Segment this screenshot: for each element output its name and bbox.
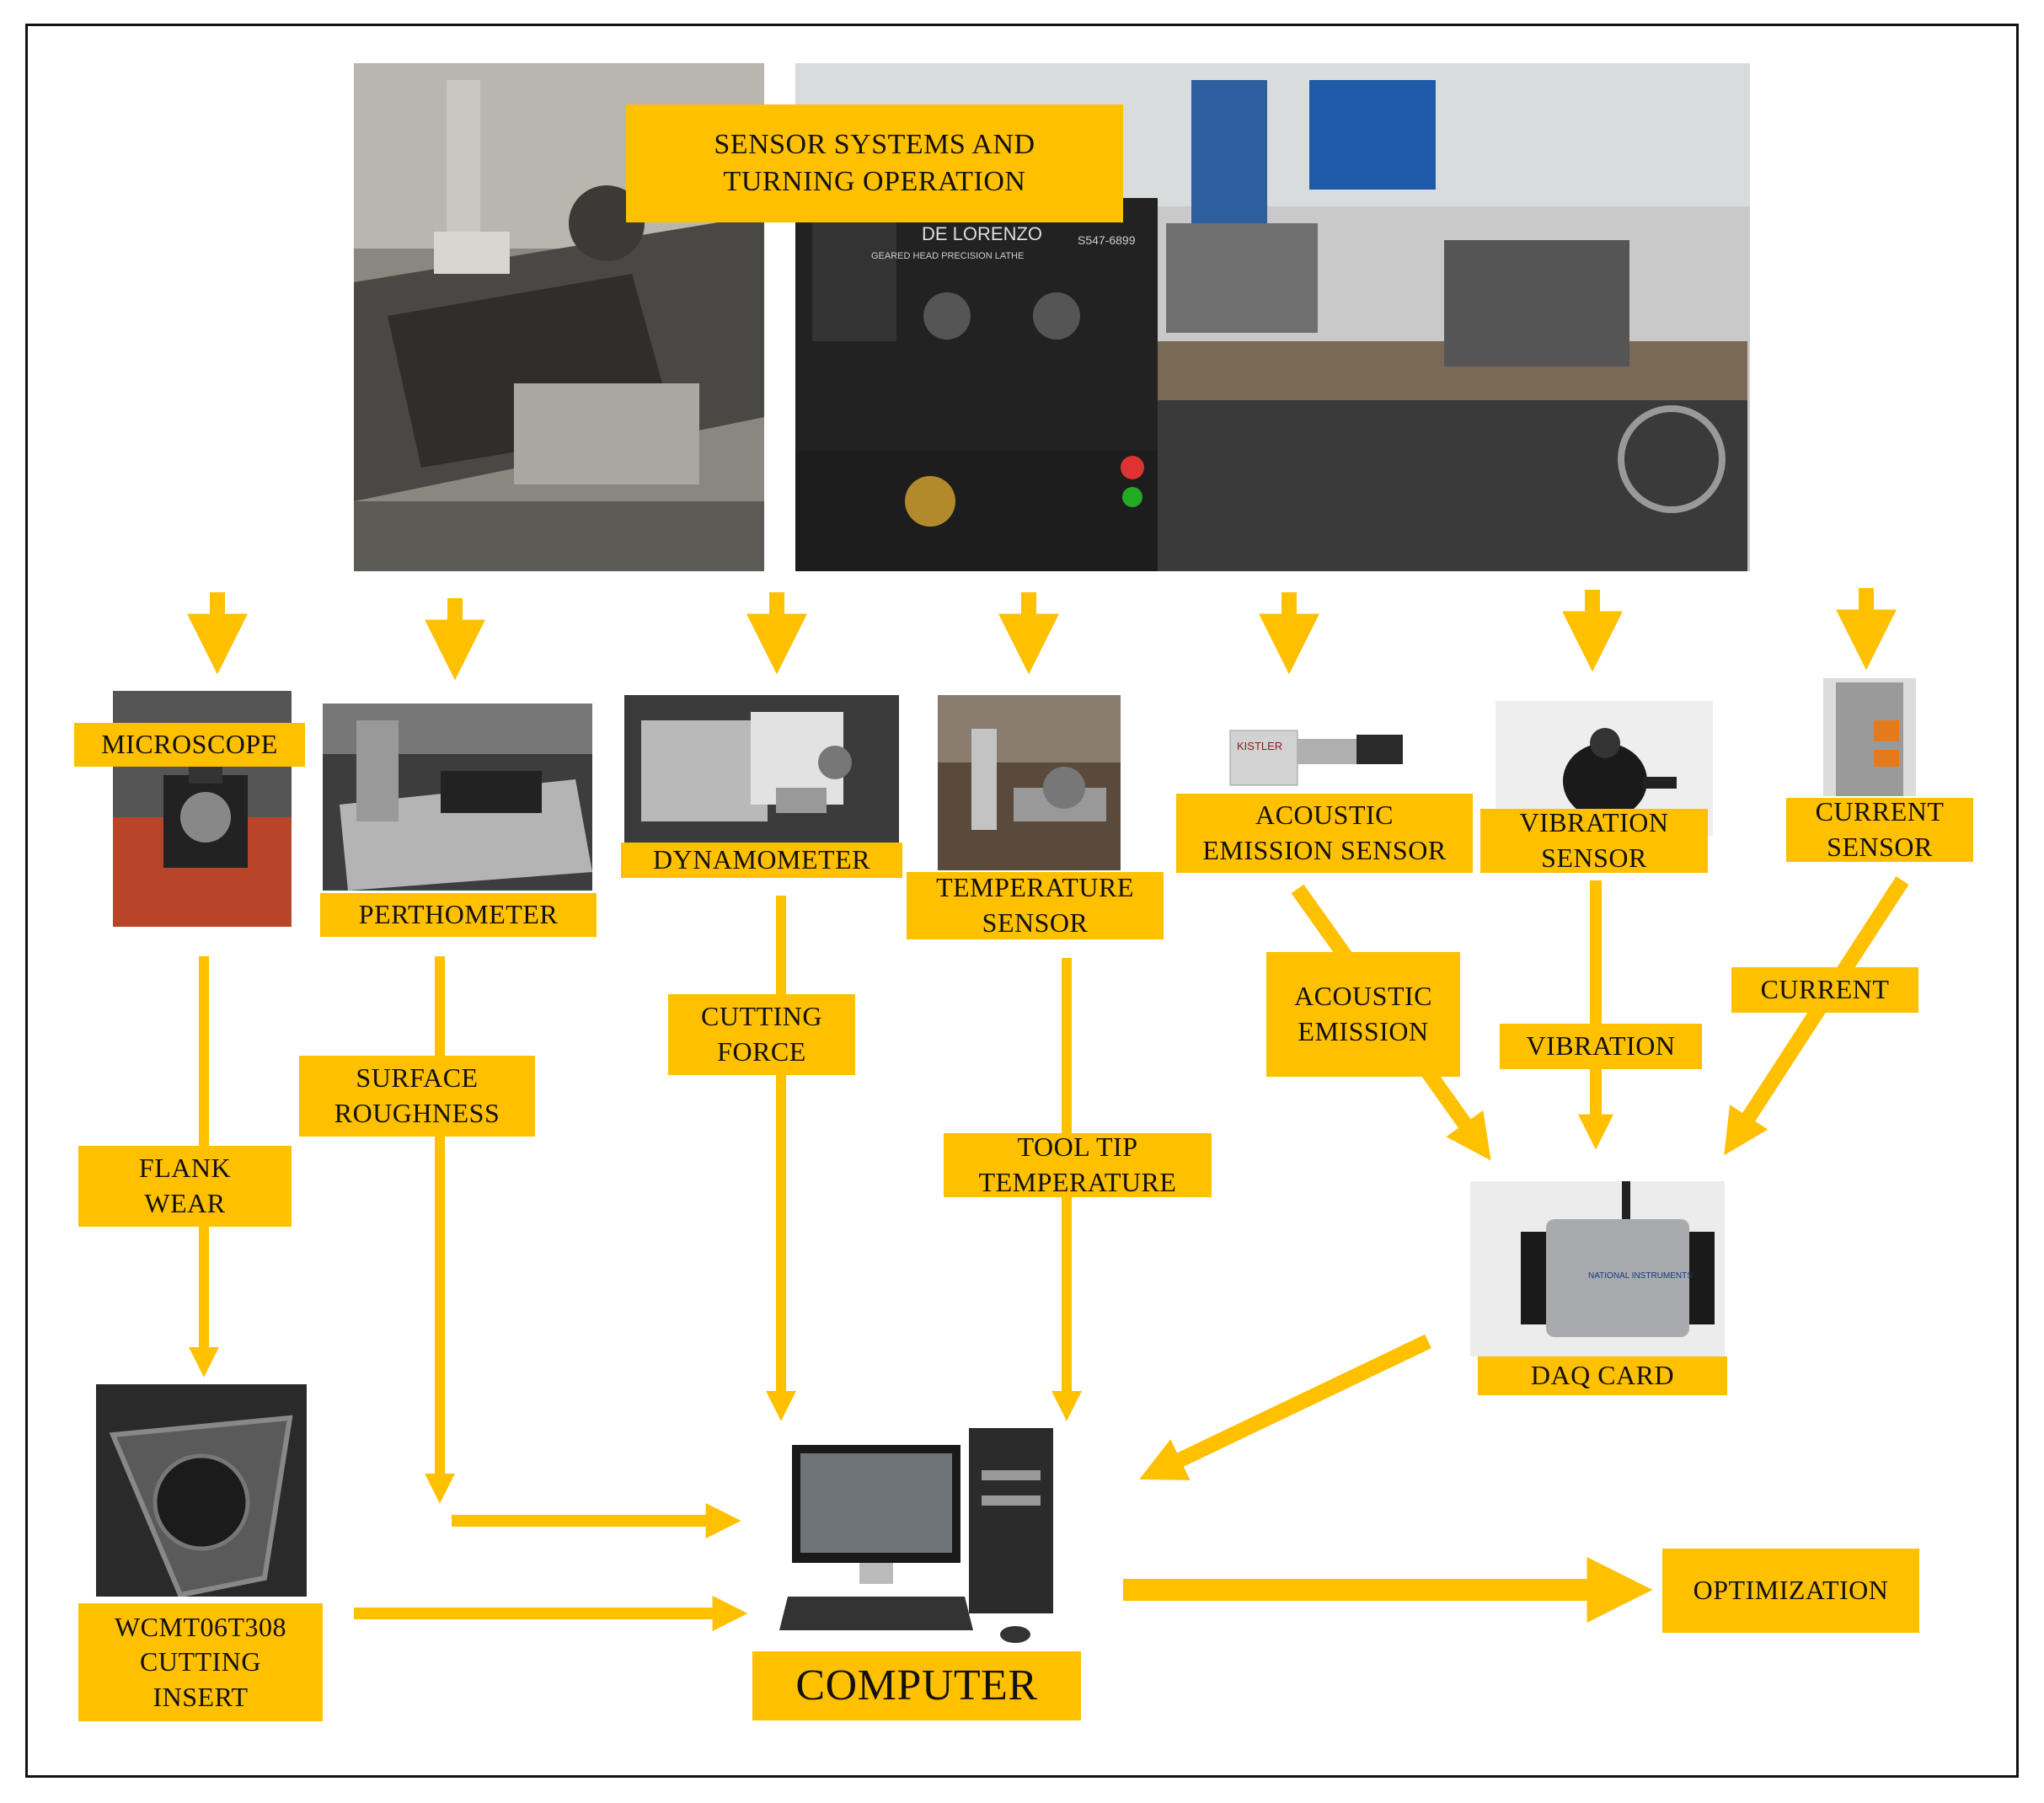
daq-brand-text: NATIONAL INSTRUMENTS xyxy=(1588,1271,1693,1281)
vibration-sensor-label: VIBRATION SENSOR xyxy=(1480,807,1708,873)
lathe-model-text: GEARED HEAD PRECISION LATHE xyxy=(871,251,1024,261)
tool-tip-temperature-label: TOOL TIP TEMPERATURE xyxy=(944,1132,1212,1197)
cutting-insert-label: WCMT06T308 CUTTING INSERT xyxy=(78,1603,323,1721)
acoustic-emission-sensor-label: ACOUSTIC EMISSION SENSOR xyxy=(1176,794,1473,873)
current-sensor-photo xyxy=(1823,678,1916,796)
turning-setup-photo xyxy=(354,63,764,571)
acoustic-emission-sensor-photo: KISTLER xyxy=(1213,701,1407,794)
lathe-serial-text: S547-6899 xyxy=(1078,233,1136,247)
current-sensor-label: CURRENT SENSOR xyxy=(1786,796,1973,862)
microscope-label: MICROSCOPE xyxy=(74,723,305,767)
perthometer-label: PERTHOMETER xyxy=(320,893,597,937)
temperature-sensor-photo xyxy=(938,695,1121,870)
lathe-brand-text: DE LORENZO xyxy=(922,223,1042,244)
diagram-frame xyxy=(25,24,2019,1778)
temperature-sensor-label: TEMPERATURE SENSOR xyxy=(907,872,1164,939)
daq-card-photo: NATIONAL INSTRUMENTS xyxy=(1470,1181,1725,1356)
title-label: SENSOR SYSTEMS AND TURNING OPERATION xyxy=(626,104,1123,222)
flank-wear-label: FLANK WEAR xyxy=(78,1146,292,1227)
computer-label: COMPUTER xyxy=(752,1651,1081,1720)
optimization-label: OPTIMIZATION xyxy=(1662,1549,1919,1633)
cutting-force-label: CUTTING FORCE xyxy=(668,994,855,1075)
current-label: CURRENT xyxy=(1731,967,1918,1013)
arrow-daq-to-computer xyxy=(1139,1334,1431,1480)
kistler-text: KISTLER xyxy=(1237,740,1282,752)
surface-roughness-label: SURFACE ROUGHNESS xyxy=(299,1056,535,1137)
dynamometer-photo xyxy=(624,695,899,843)
acoustic-emission-label: ACOUSTIC EMISSION xyxy=(1266,952,1460,1077)
vibration-label: VIBRATION xyxy=(1500,1024,1702,1069)
cutting-insert-photo xyxy=(96,1384,307,1597)
computer-image xyxy=(779,1420,1062,1647)
dynamometer-label: DYNAMOMETER xyxy=(621,843,902,878)
perthometer-photo xyxy=(323,704,592,891)
daq-card-label: DAQ CARD xyxy=(1478,1356,1727,1395)
